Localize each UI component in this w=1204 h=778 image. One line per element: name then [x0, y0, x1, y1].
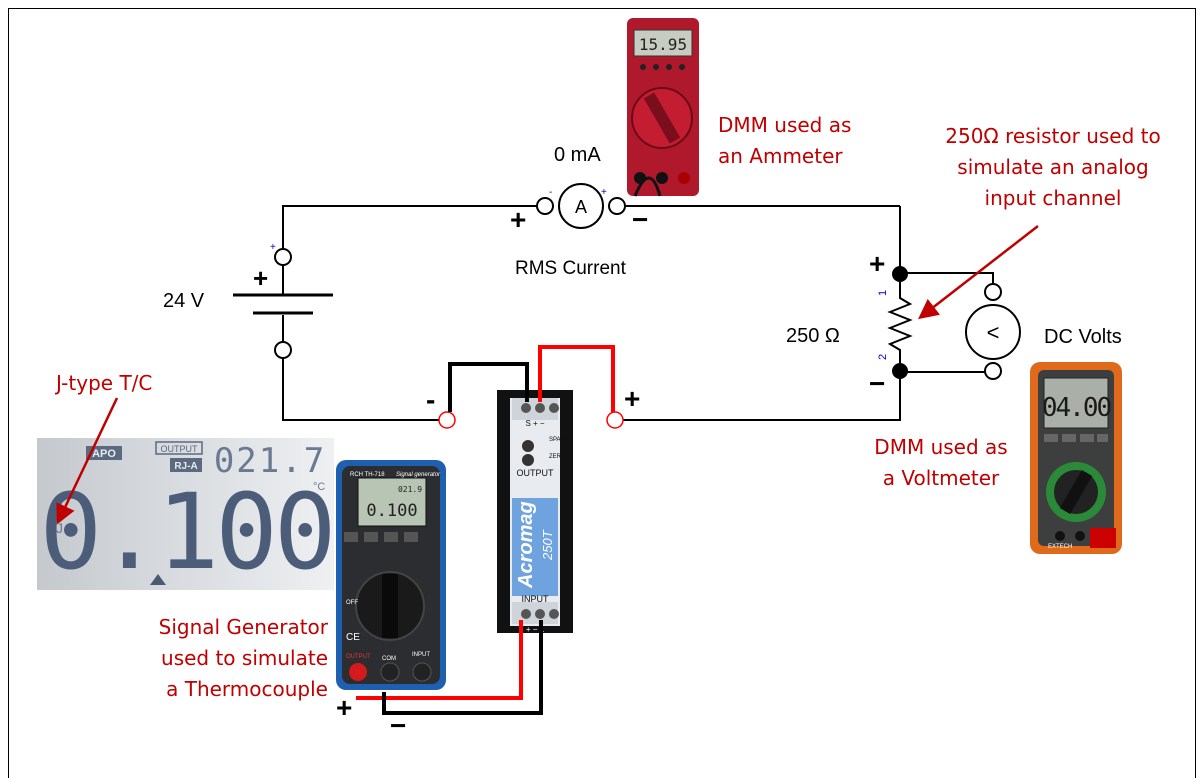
ammeter-letter: A — [575, 197, 587, 217]
ammeter-photo — [624, 16, 702, 198]
transmitter-photo — [497, 390, 573, 633]
right-plus-sign: + — [624, 383, 641, 414]
resistor-symbol — [887, 266, 913, 379]
resistor-plus-sign: + — [869, 248, 886, 279]
battery-plus-sign: + — [253, 263, 268, 293]
red-wire-top — [538, 345, 615, 412]
terminal-plus — [606, 411, 624, 429]
signal-generator-photo — [336, 460, 446, 690]
black-wire-top — [448, 362, 529, 412]
signal-gen-off: OFF — [346, 600, 358, 606]
lcd-small-reading: 021.7 — [214, 441, 326, 481]
dmm-ammeter-annotation: DMM used as an Ammeter — [718, 113, 852, 168]
jtype-annotation: J-type T/C — [56, 371, 153, 395]
signal-gen-brand: RCH TH-718 — [350, 472, 385, 478]
transmitter-output-label: OUTPUT — [517, 468, 555, 478]
battery-symbol — [233, 248, 333, 359]
signal-gen-ce: CE — [346, 632, 360, 643]
transmitter-model: 250T — [540, 529, 555, 561]
transmitter-wires — [356, 345, 615, 715]
gen-plus-sign: + — [336, 692, 353, 723]
signal-gen-small: 021.9 — [398, 485, 422, 494]
ammeter-photo-reading: 15.95 — [639, 35, 687, 54]
transmitter-top-terminals: S + − — [525, 419, 544, 428]
figure-frame — [8, 8, 1196, 778]
signal-gen-input: INPUT — [412, 652, 430, 658]
signal-gen-subtitle: Signal generator — [396, 472, 441, 478]
ammeter-symbol — [536, 183, 626, 229]
left-minus-sign: - — [426, 384, 436, 415]
resistor-minus-sign: − — [869, 368, 886, 399]
voltmeter-name: DC Volts — [1044, 326, 1122, 348]
lcd-unit: °C — [313, 481, 325, 493]
signal-gen-reading: 0.100 — [366, 501, 417, 521]
resistor-pin2: 2 — [877, 354, 889, 360]
dmm-voltmeter-annotation: DMM used as a Voltmeter — [874, 435, 1008, 490]
black-wire-bottom — [382, 620, 543, 715]
battery-plus-mark: + — [270, 242, 276, 253]
ammeter-plus-mark: + — [601, 187, 607, 198]
ammeter-minus-mark: - — [549, 187, 552, 198]
circuit-wires — [282, 205, 994, 421]
resistor-pin1: 1 — [877, 290, 889, 296]
voltmeter-wire-bottom — [900, 362, 994, 373]
signal-gen-output: OUTPUT — [346, 654, 371, 660]
ammeter-reading: 0 mA — [554, 144, 601, 166]
bottom-wire-right — [615, 372, 901, 421]
signal-gen-com: COM — [382, 656, 396, 662]
lcd-rja: RJ-A — [174, 461, 197, 472]
ammeter-name: RMS Current — [515, 258, 626, 279]
transmitter-span: SPAN — [549, 437, 565, 443]
signal-gen-annotation: Signal Generator used to simulate a Ther… — [158, 615, 328, 701]
ammeter-plus-sign: + — [510, 204, 527, 235]
lcd-big-reading: 0.100 — [39, 471, 332, 593]
lcd-type-letter: J — [56, 520, 63, 536]
voltmeter-wire-top — [900, 272, 994, 292]
voltmeter-symbol — [965, 283, 1021, 380]
ammeter-minus-sign: − — [632, 204, 649, 235]
bottom-wire-left — [282, 358, 447, 421]
transmitter-input-label: INPUT — [522, 594, 550, 604]
terminal-minus — [438, 411, 456, 429]
gen-minus-sign: − — [390, 710, 407, 741]
voltmeter-photo — [1030, 362, 1122, 554]
jtype-arrow — [56, 397, 119, 525]
voltmeter-letter: < — [987, 320, 1000, 345]
transmitter-brand: Acromag — [515, 501, 537, 589]
voltmeter-photo-reading: 04.00 — [1042, 393, 1111, 423]
resistor-annotation: 250Ω resistor used to simulate an analog… — [945, 124, 1161, 210]
red-wire-bottom — [356, 620, 523, 700]
voltmeter-photo-brand: EXTECH — [1048, 544, 1072, 550]
transmitter-zero: ZERO — [549, 454, 566, 460]
lcd-output: OUTPUT — [161, 444, 199, 454]
transmitter-bottom-terminals: + − L — [526, 625, 545, 634]
lcd-apo: APO — [92, 448, 116, 460]
resistor-value: 250 Ω — [786, 325, 840, 347]
battery-voltage: 24 V — [163, 290, 205, 312]
top-wire-left — [282, 205, 538, 250]
resistor-arrow — [918, 225, 1039, 320]
